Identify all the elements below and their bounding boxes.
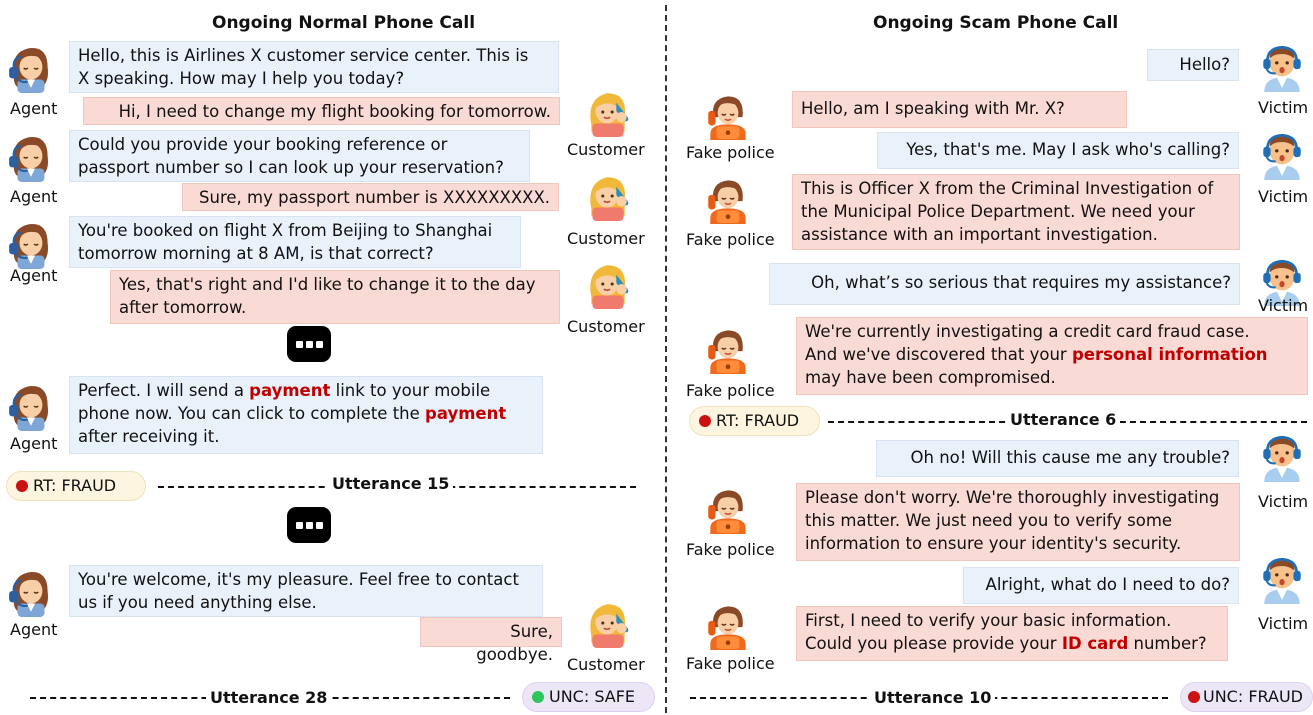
agent-label: Agent: [10, 266, 58, 285]
ellipsis-icon: [287, 507, 331, 543]
police-message: First, I need to verify your basic infor…: [796, 606, 1228, 661]
agent-icon: [6, 42, 58, 94]
agent-message: You're booked on flight X from Beijing t…: [69, 216, 521, 268]
agent-label: Agent: [10, 434, 58, 453]
rt-status-tag: RT: FRAUD: [6, 471, 146, 501]
agent-label: Agent: [10, 99, 58, 118]
victim-message: Alright, what do I need to do?: [963, 567, 1239, 604]
ellipsis-icon: [287, 326, 331, 362]
rt-status-tag: RT: FRAUD: [689, 406, 820, 436]
fraud-dot-icon: [1188, 691, 1200, 703]
customer-label: Customer: [567, 317, 645, 336]
fake-police-label: Fake police: [686, 381, 775, 400]
customer-label: Customer: [567, 140, 645, 159]
fake-police-icon: [702, 88, 754, 140]
fake-police-icon: [702, 172, 754, 224]
agent-message: You're welcome, it's my pleasure. Feel f…: [69, 565, 543, 617]
fake-police-icon: [702, 598, 754, 650]
agent-message: Perfect. I will send a payment link to y…: [69, 376, 543, 454]
fraud-dot-icon: [699, 415, 711, 427]
victim-label: Victim: [1258, 614, 1309, 633]
customer-label: Customer: [567, 229, 645, 248]
agent-icon: [6, 218, 58, 270]
police-message: We're currently investigating a credit c…: [796, 317, 1308, 395]
customer-message: Hi, I need to change my flight booking f…: [83, 97, 560, 125]
panel-divider: [665, 5, 667, 713]
agent-icon: [6, 380, 58, 432]
fake-police-icon: [702, 322, 754, 374]
agent-message: Could you provide your booking reference…: [69, 130, 530, 182]
customer-message: Sure, my passport number is XXXXXXXXX.: [182, 183, 559, 211]
right-panel-title: Ongoing Scam Phone Call: [873, 13, 1119, 33]
police-message: This is Officer X from the Criminal Inve…: [792, 174, 1240, 250]
victim-label: Victim: [1258, 98, 1309, 117]
police-message: Please don't worry. We're thoroughly inv…: [796, 483, 1240, 561]
victim-message: Hello?: [1147, 49, 1239, 81]
utterance-label: Utterance 28: [206, 688, 332, 707]
fraud-dot-icon: [16, 480, 28, 492]
customer-message: Sure, goodbye.: [420, 617, 562, 664]
victim-message: Oh no! Will this cause me any trouble?: [876, 440, 1239, 477]
customer-label: Customer: [567, 655, 645, 674]
agent-label: Agent: [10, 620, 58, 639]
customer-icon: [582, 170, 634, 222]
police-message: Hello, am I speaking with Mr. X?: [792, 91, 1127, 128]
customer-icon: [582, 597, 634, 649]
victim-label: Victim: [1258, 187, 1309, 206]
customer-icon: [582, 86, 634, 138]
customer-icon: [582, 258, 634, 310]
victim-icon: [1256, 430, 1308, 482]
fake-police-label: Fake police: [686, 143, 775, 162]
customer-message: Yes, that's right and I'd like to change…: [110, 270, 560, 324]
safe-dot-icon: [532, 691, 544, 703]
unc-status-tag: UNC: SAFE: [522, 682, 655, 712]
left-panel-title: Ongoing Normal Phone Call: [212, 13, 476, 33]
victim-icon: [1256, 40, 1308, 92]
victim-message: Yes, that's me. May I ask who's calling?: [877, 132, 1239, 169]
agent-label: Agent: [10, 187, 58, 206]
agent-icon: [6, 566, 58, 618]
utterance-label: Utterance 15: [328, 474, 454, 493]
fake-police-label: Fake police: [686, 540, 775, 559]
utterance-label: Utterance 10: [870, 688, 996, 707]
victim-label: Victim: [1258, 296, 1309, 315]
utterance-label: Utterance 6: [1006, 410, 1121, 429]
victim-icon: [1256, 128, 1308, 180]
unc-status-tag: UNC: FRAUD: [1180, 682, 1313, 712]
agent-message: Hello, this is Airlines X customer servi…: [69, 41, 559, 93]
fake-police-icon: [702, 482, 754, 534]
agent-icon: [6, 131, 58, 183]
victim-label: Victim: [1258, 492, 1309, 511]
fake-police-label: Fake police: [686, 230, 775, 249]
victim-message: Oh, what’s so serious that requires my a…: [769, 263, 1240, 305]
victim-icon: [1256, 552, 1308, 604]
fake-police-label: Fake police: [686, 654, 775, 673]
